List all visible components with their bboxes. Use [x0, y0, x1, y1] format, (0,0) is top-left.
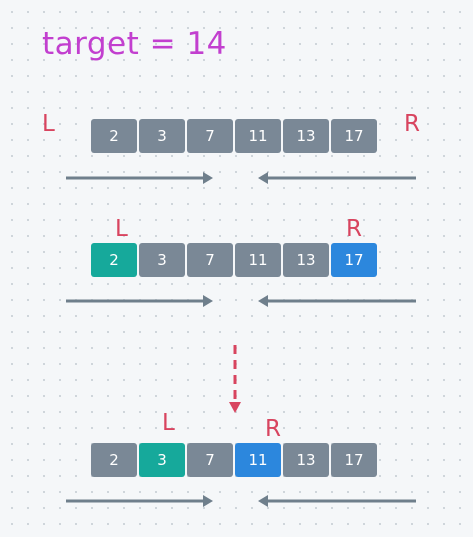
transition-arrow-down [229, 345, 241, 413]
array-cell: 17 [331, 443, 377, 477]
array-cell: 13 [283, 443, 329, 477]
rightward-arrow [66, 172, 213, 184]
array-cell: 7 [187, 243, 233, 277]
array-cell: 11 [235, 243, 281, 277]
array-cell: 17 [331, 119, 377, 153]
rightward-arrow [66, 495, 213, 507]
array-cell: 7 [187, 119, 233, 153]
left-pointer-label: L [115, 216, 128, 242]
array-cell: 13 [283, 243, 329, 277]
array-cell-right-pointer: 17 [331, 243, 377, 277]
array-cell-right-pointer: 11 [235, 443, 281, 477]
array-cell: 3 [139, 119, 185, 153]
array-cell-left-pointer: 3 [139, 443, 185, 477]
rightward-arrow [66, 295, 213, 307]
right-pointer-label: R [265, 416, 281, 442]
right-pointer-label: R [404, 111, 420, 137]
array-cell: 2 [91, 119, 137, 153]
array-row-step-3: 2 3 7 11 13 17 [91, 443, 379, 477]
right-pointer-label: R [346, 216, 362, 242]
left-pointer-label: L [42, 111, 55, 137]
array-cell: 11 [235, 119, 281, 153]
array-row-step-1: 2 3 7 11 13 17 [91, 119, 379, 153]
target-title: target = 14 [42, 26, 227, 62]
array-cell: 7 [187, 443, 233, 477]
array-cell-left-pointer: 2 [91, 243, 137, 277]
leftward-arrow [258, 295, 416, 307]
array-cell: 2 [91, 443, 137, 477]
leftward-arrow [258, 495, 416, 507]
leftward-arrow [258, 172, 416, 184]
array-cell: 13 [283, 119, 329, 153]
array-row-step-2: 2 3 7 11 13 17 [91, 243, 379, 277]
left-pointer-label: L [162, 410, 175, 436]
array-cell: 3 [139, 243, 185, 277]
